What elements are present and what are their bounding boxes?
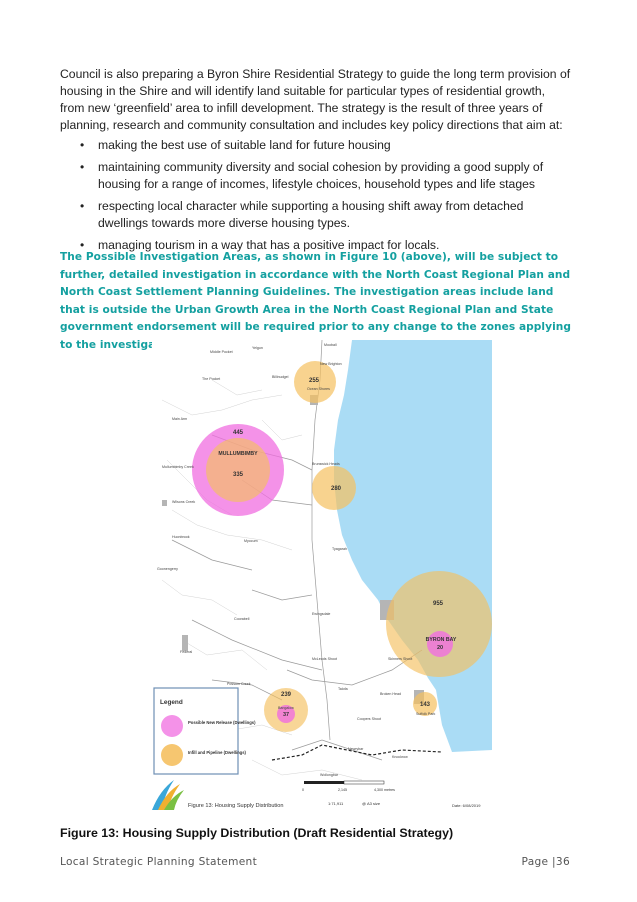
new-release-circle-bangalow — [277, 705, 295, 723]
label-mullumbimby: MULLUMBIMBY — [218, 451, 258, 457]
minor-roads — [161, 379, 363, 781]
value-mullumbimby-outer: 445 — [233, 430, 244, 436]
value-north: 255 — [309, 378, 320, 384]
footer-document-title: Local Strategic Planning Statement — [60, 856, 258, 868]
infill-circle-north — [294, 361, 336, 403]
intro-paragraph: Council is also preparing a Byron Shire … — [60, 67, 571, 132]
bullet-icon: • — [80, 138, 85, 152]
label-huonbrook: Huonbrook — [172, 535, 190, 539]
label-myocum: Myocum — [244, 539, 258, 543]
scale-max: 4,300 metres — [374, 788, 395, 792]
label-middle-pocket: Middle Pocket — [210, 350, 233, 354]
infill-circle-suffolk — [413, 692, 437, 716]
label-wollongbar: Wollongbar — [320, 773, 339, 777]
policy-directions-list: • making the best use of suitable land fo… — [60, 137, 572, 259]
shire-boundary — [271, 744, 443, 761]
label-main-arm: Main Arm — [172, 417, 187, 421]
bullet-icon: • — [80, 199, 85, 213]
scale-ratio: 1:71,911 — [328, 801, 344, 806]
scale-bar: 0 2,145 4,300 metres 1:71,911 @ A3 size — [302, 780, 395, 806]
label-mooball: Mooball — [324, 343, 337, 347]
label-goonengerry: Goonengerry — [157, 567, 178, 571]
value-mullumbimby-inner: 335 — [233, 472, 244, 478]
bullet-icon: • — [80, 160, 85, 174]
label-federal: Federal — [180, 650, 192, 654]
bullet-text: managing tourism in a way that has a pos… — [98, 238, 440, 252]
label-suffolk-park: Suffolk Park — [416, 712, 436, 716]
bullet-icon: • — [80, 238, 85, 252]
label-coorabell: Coorabell — [234, 617, 250, 621]
scale-mid: 2,145 — [338, 788, 347, 792]
legend-new-release-swatch — [161, 715, 183, 737]
label-brunswick-heads: Brunswick Heads — [312, 462, 340, 466]
new-release-circle-byron — [427, 631, 453, 657]
investigation-areas-paragraph: The Possible Investigation Areas, as sho… — [60, 251, 571, 351]
value-bangalow-outer: 239 — [281, 692, 292, 698]
label-new-brighton: New Brighton — [320, 362, 342, 366]
label-the-pocket: The Pocket — [202, 377, 220, 381]
scale-zero: 0 — [302, 788, 304, 792]
value-central: 280 — [331, 486, 342, 492]
value-bangalow-inner: 37 — [283, 712, 289, 718]
label-ewingsdale: Ewingsdale — [312, 612, 330, 616]
label-talofa: Talofa — [338, 687, 348, 691]
infill-circle-byron — [386, 571, 492, 677]
list-item: • making the best use of suitable land fo… — [60, 137, 572, 154]
label-byron-bay: BYRON BAY — [426, 637, 457, 643]
label-tyagarah: Tyagarah — [332, 547, 347, 551]
list-item: • managing tourism in a way that has a po… — [60, 237, 572, 254]
legend-title: Legend — [160, 699, 183, 706]
footer-page-number: Page |36 — [521, 856, 570, 868]
value-byron-inner: 20 — [437, 645, 443, 651]
infill-circle-central — [312, 466, 356, 510]
map-date: Date: 6/08/2019 — [452, 803, 481, 808]
label-mullumbimby-creek: Mullumbimby Creek — [162, 465, 194, 469]
scale-page-size: @ A3 size — [362, 801, 381, 806]
list-item: • maintaining community diversity and soc… — [60, 159, 572, 193]
map-figure: 255 445 MULLUMBIMBY 335 280 955 BYRON BA… — [152, 339, 492, 814]
housing-supply-map: 255 445 MULLUMBIMBY 335 280 955 BYRON BA… — [152, 339, 492, 814]
label-knockrow: Knockrow — [392, 755, 408, 759]
label-ocean-shores: Ocean Shores — [307, 387, 330, 391]
legend-infill-swatch — [161, 744, 183, 766]
list-item: • respecting local character while suppor… — [60, 198, 572, 232]
value-byron-outer: 955 — [433, 601, 444, 607]
map-logo-icon — [152, 780, 184, 810]
infill-circle-mullumbimby — [206, 438, 270, 502]
map-figure-label: Figure 13: Housing Supply Distribution — [188, 803, 283, 809]
bullet-text: making the best use of suitable land for… — [98, 138, 391, 152]
label-skinners-shoot: Skinners Shoot — [388, 657, 412, 661]
label-broken-head: Broken Head — [380, 692, 401, 696]
value-suffolk: 143 — [420, 702, 431, 708]
figure-caption: Figure 13: Housing Supply Distribution (… — [60, 826, 454, 840]
label-wilsons-creek: Wilsons Creek — [172, 500, 195, 504]
label-possum-creek: Possum Creek — [227, 682, 251, 686]
label-mcleods-shoot: McLeods Shoot — [312, 657, 337, 661]
label-newrybar: Newrybar — [348, 747, 364, 751]
label-billinudgel: Billinudgel — [272, 375, 289, 379]
bullet-text: respecting local character while support… — [98, 199, 524, 230]
legend-infill-label: Infill and Pipeline (Dwellings) — [188, 750, 247, 755]
legend-new-release-label: Possible New Release (Dwellings) — [188, 720, 256, 725]
label-yelgun: Yelgun — [252, 346, 263, 350]
place-labels: Yelgun Mooball Middle Pocket The Pocket … — [157, 343, 436, 777]
bullet-text: maintaining community diversity and soci… — [98, 160, 544, 191]
label-bangalow: Bangalow — [278, 706, 294, 710]
label-coopers-shoot: Coopers Shoot — [357, 717, 381, 721]
